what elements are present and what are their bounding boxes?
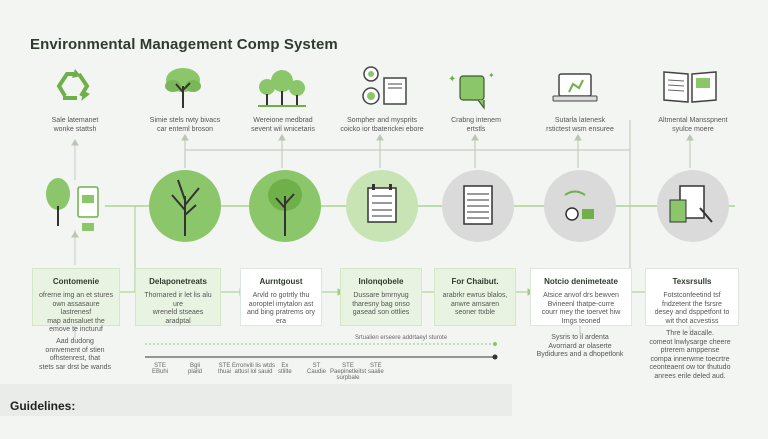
stage-6-note: Sysris to il ardenta Avorriard ar olaser…	[536, 334, 624, 358]
connector-arrows	[71, 134, 694, 238]
timeline-tick-3: STE thuai	[218, 363, 232, 375]
stage-circle-bare-tree	[149, 170, 221, 242]
stage-3-box: Aurntgoust Arvld ro gotrtly thu aoroptel…	[240, 268, 322, 326]
laptop-icon	[552, 73, 598, 102]
timeline-tick-1: STE EBuhi	[152, 363, 169, 375]
timeline	[145, 342, 498, 360]
recycle-icon	[56, 69, 90, 101]
book-icon	[663, 71, 717, 103]
stage-5-body: arabrkr ewrus blalos, anwre amsaren seon…	[442, 292, 508, 316]
stage-3-top-label: Wereione medbrad sevent wil wnicetaris	[251, 117, 315, 133]
stage-6-top-label: Sutarla latenesk rstictest wsm ensuree	[546, 117, 614, 133]
stage-4-top-label: Sompher and mysprits coicko ior tbateric…	[340, 117, 424, 133]
small-tree-icon	[46, 178, 70, 226]
stage-3-title: Aurntgoust	[259, 277, 303, 286]
svg-text:✦: ✦	[488, 71, 495, 80]
stage-5-title: For Chaibut.	[451, 277, 499, 286]
stage-4-box: Inlonqobele Dussare bmrnyug tharesny bag…	[340, 268, 422, 326]
stage-4-body: Dussare bmrnyug tharesny bag onso gasead…	[352, 292, 410, 316]
stage-1-note: Aad dudong onnvement of stien ofhstenres…	[39, 338, 111, 371]
stage-4-title: Inlonqobele	[358, 277, 404, 286]
stage-2-top-label: Simie stels rwty bivacs car enteml broso…	[149, 117, 221, 133]
stage-5-top-label: Crabng intenem ertstls	[451, 117, 501, 133]
page-title: Environmental Management Comp System	[30, 36, 338, 53]
chat-bubble-icon: ✦ ✦	[448, 71, 495, 110]
stage-2-box: Delaponetreats Thornared ir let lis alu …	[135, 268, 221, 326]
timeline-tick-6: ST Caudie	[307, 363, 327, 375]
stage-circle-report	[442, 170, 514, 242]
stage-7-top-label: Altmental Mansspnent syulce moere	[658, 117, 728, 133]
stage-3-body: Arvld ro gotrtly thu aoroptel imytalon a…	[246, 292, 316, 325]
document-seal-icon	[362, 66, 407, 105]
timeline-label: Srtualien erseere addrtaeyl sturote	[355, 335, 448, 341]
stage-circle-documents	[657, 170, 729, 242]
stage-6-title: Notcio denimeteate	[544, 277, 618, 286]
timeline-guide-dot	[493, 342, 497, 346]
stage-1-box: Contomenie ofrerne img an et stures own …	[32, 268, 120, 333]
stage-6-box: Notcio denimeteate Atsice anvof drs bewv…	[530, 268, 632, 326]
stage-1-title: Contomenie	[52, 277, 100, 286]
stage-7-body: Fotstconfeetind tsf fndzetent the fsrsre…	[654, 292, 730, 325]
guidelines-band	[0, 384, 512, 416]
stage-1-body: ofrerne img an et stures own assasaure l…	[39, 292, 113, 333]
stage-1-top-label: Sale latemanet wonke stattsh	[51, 117, 99, 133]
tree-icon	[165, 68, 201, 108]
stage-circle-monitor	[544, 170, 616, 242]
stage-7-box: Texsrsulls Fotstconfeetind tsf fndzetent…	[645, 268, 739, 326]
svg-text:✦: ✦	[448, 74, 456, 85]
stage-7-title: Texsrsulls	[672, 277, 712, 286]
stage-7-note: Thre le dacalle. comeot lnwlysarge cheer…	[649, 330, 731, 380]
device-icon	[77, 186, 99, 231]
stage-2-title: Delaponetreats	[149, 277, 207, 286]
stage-2-body: Thornared ir let lis alu ure wreneld sts…	[144, 292, 212, 325]
timeline-tick-8: STE saalie	[368, 363, 384, 375]
stage-circle-leafy-tree	[249, 170, 321, 242]
timeline-end-dot	[492, 354, 498, 360]
stage-5-box: For Chaibut. arabrkr ewrus blalos, anwre…	[434, 268, 516, 326]
stage-6-body: Atsice anvof drs bewven Bvineenl thatpe-…	[541, 292, 621, 325]
timeline-tick-7: STE Paepinetleitst surpbale	[330, 363, 367, 381]
stage-circle-calendar	[346, 170, 418, 242]
forest-icon	[258, 70, 306, 107]
timeline-tick-5: Ex stlilte	[278, 363, 292, 375]
timeline-tick-4: Erronvili lis wtds attusl lol sauid	[232, 363, 276, 375]
timeline-tick-2: Bgli plaild	[188, 363, 203, 375]
guidelines-heading: Guidelines:	[10, 399, 76, 413]
